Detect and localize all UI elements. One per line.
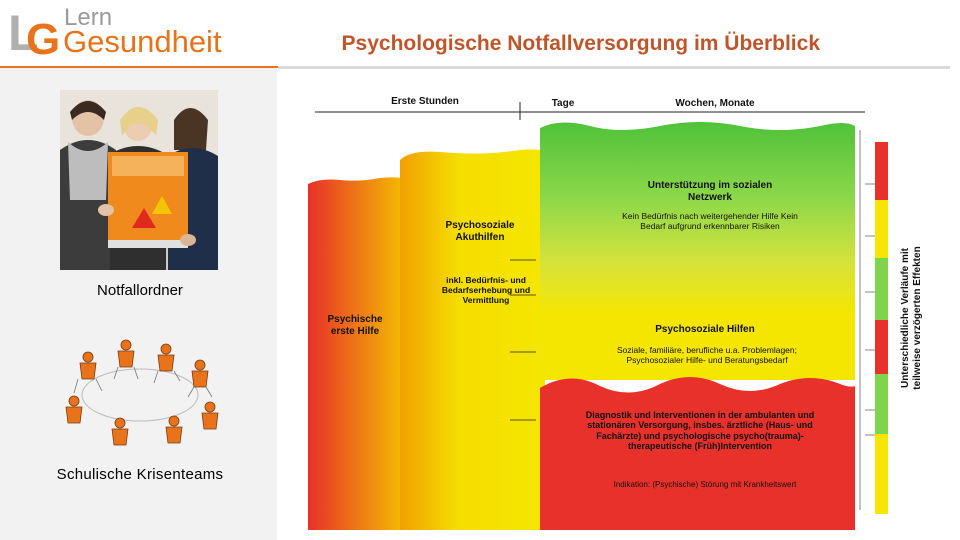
note-social-network: Kein Bedürfnis nach weitergehender Hilfe… [610, 212, 810, 232]
logo: L G Lern Gesundheit [6, 4, 276, 66]
logo-gesundheit: Gesundheit [63, 26, 222, 57]
caption-krisenteams: Schulische Krisenteams [20, 466, 260, 483]
page-title: Psychologische Notfallversorgung im Über… [278, 32, 820, 56]
label-diagnostics-interventions: Diagnostik und Interventionen in der amb… [580, 410, 820, 451]
logo-mark-g: G [26, 18, 60, 62]
label-first-aid: Psychische erste Hilfe [322, 314, 388, 337]
caption-notfallordner: Notfallordner [40, 282, 240, 299]
psychological-care-diagram: Erste Stunden Tage Wochen, Monate Psychi… [300, 90, 950, 530]
timeline-days: Tage [538, 98, 588, 110]
timeline-first-hours: Erste Stunden [380, 96, 470, 108]
note-indication: Indikation: (Psychische) Störung mit Kra… [590, 480, 820, 489]
label-needs-assessment: inkl. Bedürfnis- und Bedarfserhebung und… [434, 276, 538, 305]
label-social-network-support: Unterstützung im sozialen Netzwerk [640, 180, 780, 203]
label-different-courses: Unterschiedliche Verläufe mit teilweise … [900, 238, 936, 398]
krisenteam-illustration [48, 335, 233, 450]
timeline-weeks: Wochen, Monate [660, 98, 770, 110]
header-divider-gray [278, 66, 950, 69]
label-acute-aid: Psychosoziale Akuthilfen [440, 220, 520, 243]
care-diagram-shapes [300, 90, 950, 530]
notfallordner-photo [60, 90, 218, 270]
label-psychosocial-help: Psychosoziale Hilfen [630, 324, 780, 336]
note-psychosocial-help: Soziale, familiäre, berufliche u.a. Prob… [602, 346, 812, 366]
